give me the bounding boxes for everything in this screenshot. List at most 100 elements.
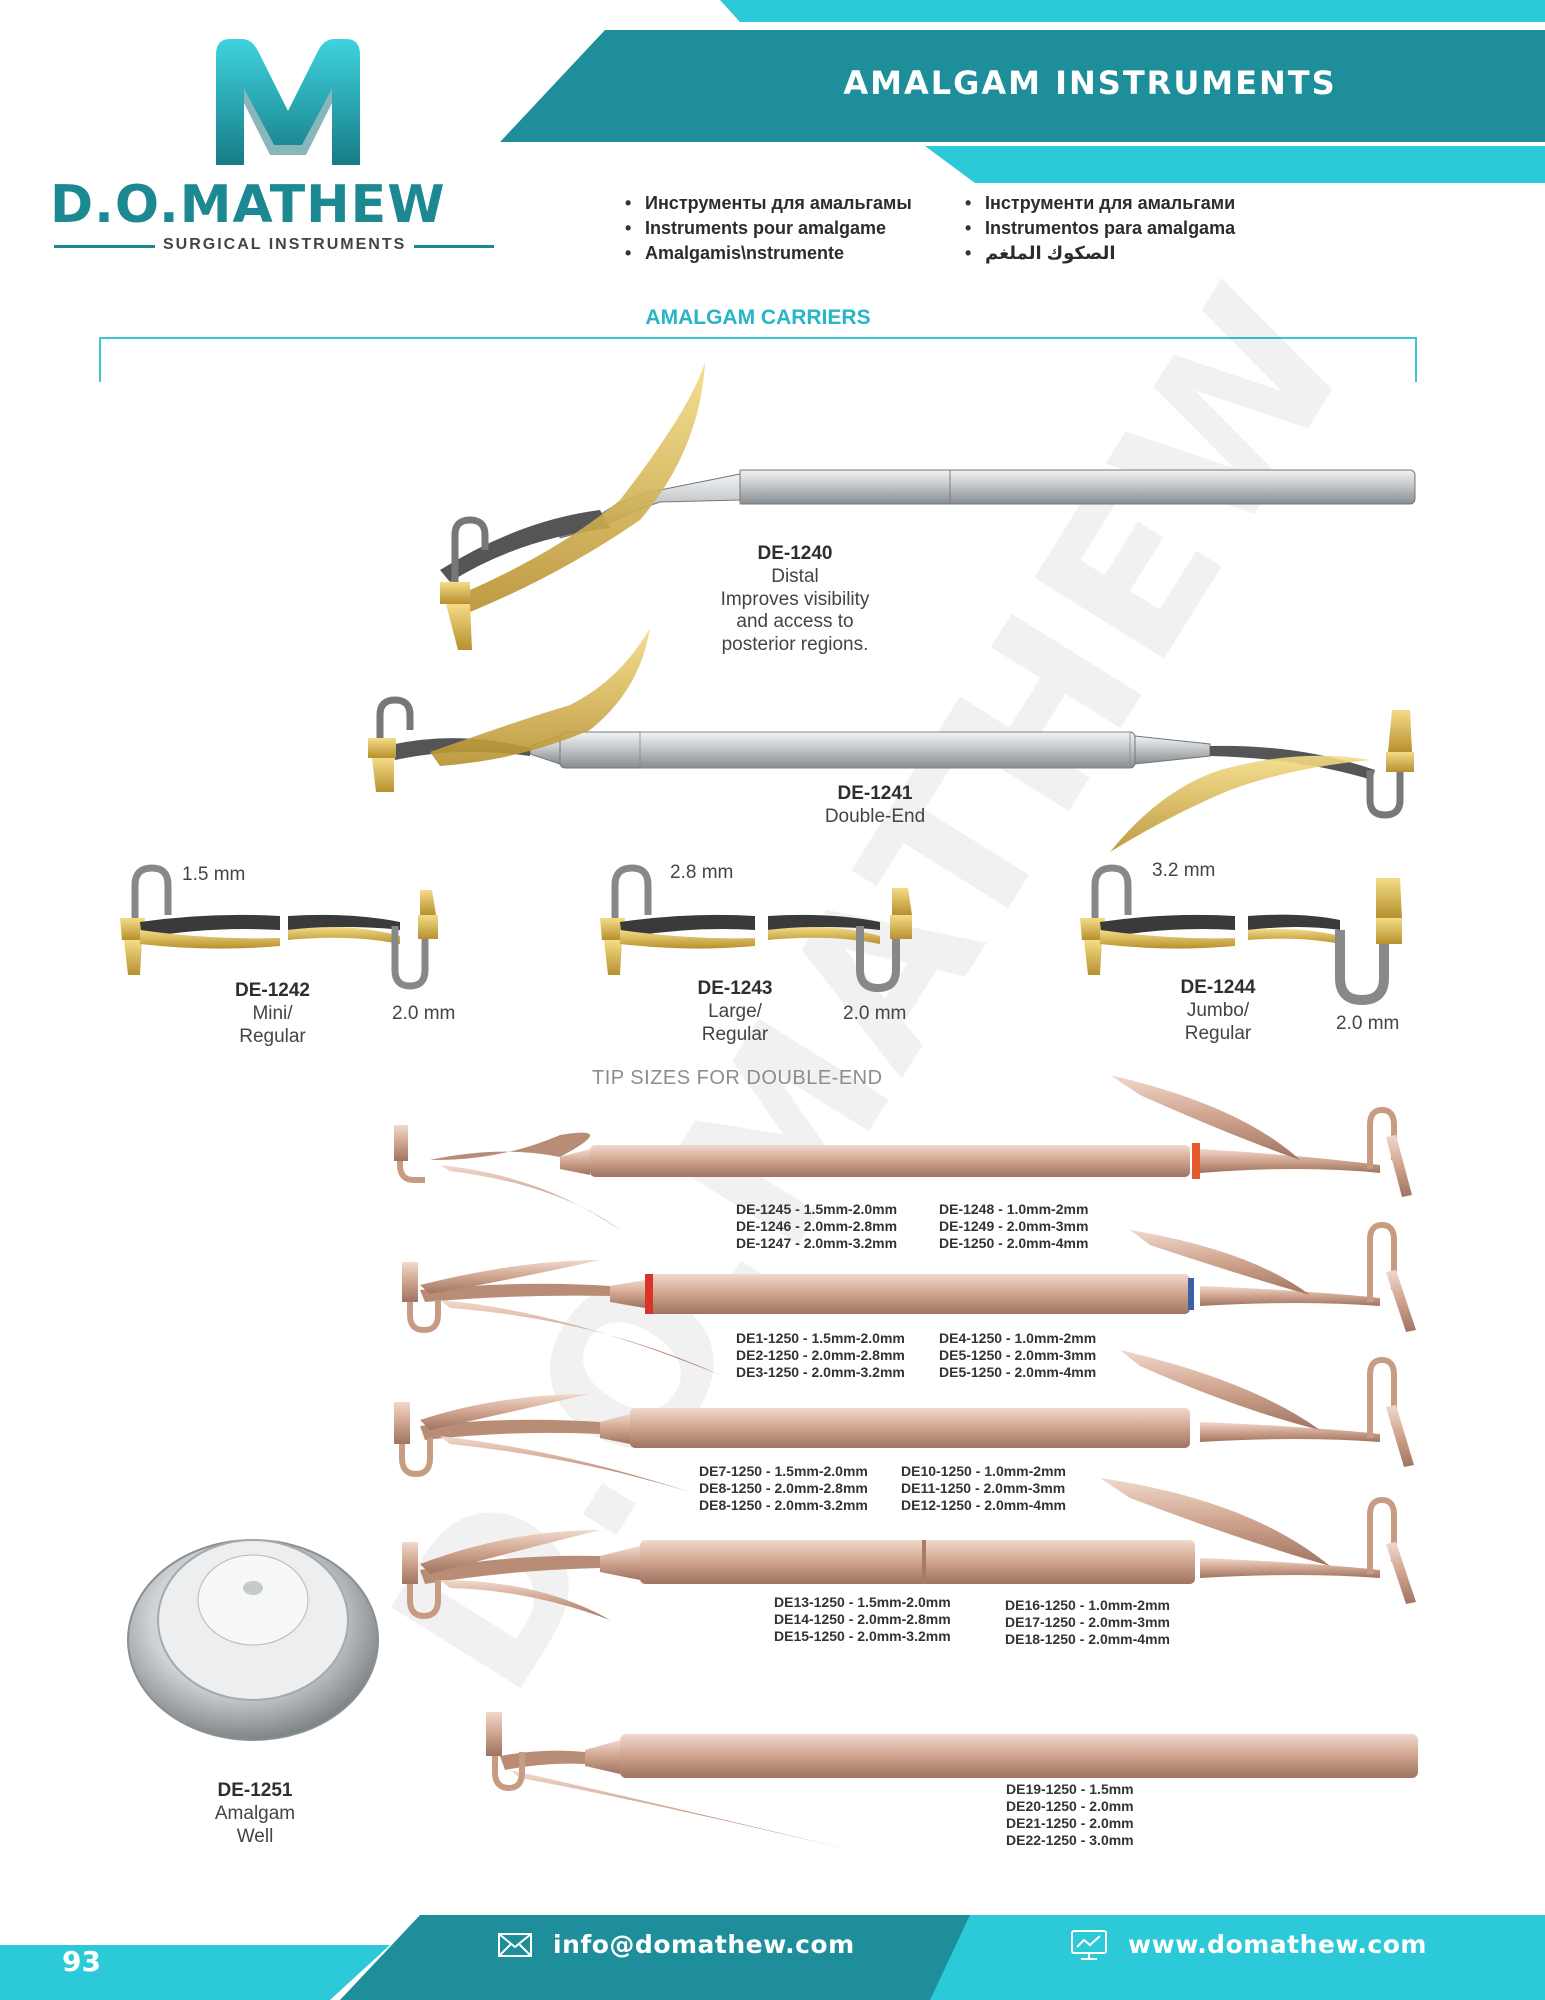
tip-size-b: 2.0 mm: [843, 1003, 907, 1024]
product-label-de1241: DE-1241 Double-End: [780, 783, 970, 829]
email-icon: [498, 1933, 532, 1957]
code-line: DE7-1250 - 1.5mm-2.0mm: [699, 1463, 868, 1479]
language-item: Amalgamis\nstrumente: [625, 241, 912, 266]
code-group-2-left: DE1-1250 - 1.5mm-2.0mm DE2-1250 - 2.0mm-…: [736, 1330, 905, 1381]
product-desc: Regular: [701, 1023, 769, 1045]
product-label-de1243: DE-1243 Large/ Regular: [665, 978, 805, 1046]
product-label-de1240: DE-1240 Distal Improves visibility and a…: [690, 543, 900, 657]
product-code: DE-1240: [757, 543, 833, 564]
code-line: DE3-1250 - 2.0mm-3.2mm: [736, 1364, 905, 1380]
code-line: DE13-1250 - 1.5mm-2.0mm: [774, 1594, 951, 1610]
carrier-row-5-image: [486, 1712, 1418, 1852]
section-bracket: [99, 337, 1417, 382]
code-line: DE11-1250 - 2.0mm-3mm: [901, 1480, 1066, 1496]
instrument-de1240-image: [440, 362, 1416, 650]
code-group-4-left: DE13-1250 - 1.5mm-2.0mm DE14-1250 - 2.0m…: [774, 1594, 951, 1645]
code-line: DE-1247 - 2.0mm-3.2mm: [736, 1235, 898, 1251]
code-line: DE14-1250 - 2.0mm-2.8mm: [774, 1611, 951, 1627]
header-bands: [500, 0, 1545, 183]
website-link[interactable]: www.domathew.com: [1128, 1930, 1427, 1959]
code-line: DE10-1250 - 1.0mm-2mm: [901, 1463, 1066, 1479]
tip-size-a: 2.8 mm: [670, 862, 734, 883]
product-label-de1244: DE-1244 Jumbo/ Regular: [1148, 977, 1288, 1045]
language-item: Инструменты для амальгамы: [625, 191, 912, 216]
code-line: DE22-1250 - 3.0mm: [1006, 1832, 1134, 1848]
code-line: DE4-1250 - 1.0mm-2mm: [939, 1330, 1097, 1346]
tip-size-a: 1.5 mm: [182, 864, 246, 885]
code-group-4-right: DE16-1250 - 1.0mm-2mm DE17-1250 - 2.0mm-…: [1005, 1597, 1170, 1648]
carrier-row-2-image: [402, 1221, 1416, 1375]
tip-detail-de1242: [120, 864, 438, 990]
product-desc: Improves visibility: [720, 588, 870, 610]
code-line: DE16-1250 - 1.0mm-2mm: [1005, 1597, 1170, 1613]
product-desc: Jumbo/: [1186, 999, 1250, 1021]
code-line: DE18-1250 - 2.0mm-4mm: [1005, 1631, 1170, 1647]
code-line: DE19-1250 - 1.5mm: [1006, 1781, 1134, 1797]
carrier-row-3-image: [394, 1350, 1414, 1492]
section-title: AMALGAM CARRIERS: [645, 306, 871, 329]
amalgam-well-image: [127, 1539, 379, 1741]
tip-detail-de1244: [1080, 864, 1402, 1006]
website-icon: [1071, 1930, 1107, 1960]
product-code: DE-1241: [837, 783, 913, 804]
brand-name: D.O.MATHEW: [50, 175, 446, 235]
language-item: Інструменти для амальгами: [965, 191, 1235, 216]
product-desc: Mini/: [252, 1002, 293, 1024]
carrier-row-1-image: [394, 1075, 1412, 1230]
code-group-3-right: DE10-1250 - 1.0mm-2mm DE11-1250 - 2.0mm-…: [901, 1463, 1066, 1514]
tip-size-a: 3.2 mm: [1152, 860, 1216, 881]
code-line: DE8-1250 - 2.0mm-2.8mm: [699, 1480, 868, 1496]
code-line: DE17-1250 - 2.0mm-3mm: [1005, 1614, 1170, 1630]
code-line: DE-1250 - 2.0mm-4mm: [939, 1235, 1089, 1251]
language-item: Instruments pour amalgame: [625, 216, 912, 241]
instrument-de1241-image: [368, 628, 1414, 852]
product-desc: Double-End: [824, 805, 926, 827]
code-line: DE-1248 - 1.0mm-2mm: [939, 1201, 1089, 1217]
product-label-de1242: DE-1242 Mini/ Regular: [200, 980, 345, 1048]
footer-bands: [0, 1915, 1545, 2000]
product-label-de1251: DE-1251 Amalgam Well: [185, 1780, 325, 1848]
brand-logo: D.O.MATHEW SURGICAL INSTRUMENTS: [40, 25, 510, 255]
brand-tagline: SURGICAL INSTRUMENTS: [155, 236, 415, 254]
email-link[interactable]: info@domathew.com: [553, 1930, 855, 1959]
code-line: DE12-1250 - 2.0mm-4mm: [901, 1497, 1066, 1513]
tip-sizes-caption: TIP SIZES FOR DOUBLE-END: [592, 1067, 883, 1089]
product-desc: Regular: [1184, 1022, 1252, 1044]
logo-m-icon: [216, 39, 360, 165]
code-line: DE5-1250 - 2.0mm-4mm: [939, 1364, 1097, 1380]
carrier-row-4-image: [402, 1478, 1416, 1620]
product-desc: Large/: [708, 1000, 762, 1022]
product-code: DE-1244: [1180, 977, 1256, 998]
code-line: DE-1245 - 1.5mm-2.0mm: [736, 1201, 898, 1217]
code-line: DE5-1250 - 2.0mm-3mm: [939, 1347, 1097, 1363]
code-line: DE15-1250 - 2.0mm-3.2mm: [774, 1628, 951, 1644]
code-line: DE1-1250 - 1.5mm-2.0mm: [736, 1330, 905, 1346]
page-title: AMALGAM INSTRUMENTS: [843, 64, 1337, 102]
code-line: DE21-1250 - 2.0mm: [1006, 1815, 1134, 1831]
product-code: DE-1251: [217, 1780, 293, 1801]
code-line: DE20-1250 - 2.0mm: [1006, 1798, 1134, 1814]
language-list-left: Инструменты для амальгамы Instruments po…: [625, 191, 912, 266]
tip-detail-de1243: [600, 864, 912, 993]
product-desc: Amalgam: [214, 1802, 296, 1824]
product-desc: and access to: [736, 611, 854, 633]
product-desc: Well: [236, 1825, 274, 1847]
code-group-3-left: DE7-1250 - 1.5mm-2.0mm DE8-1250 - 2.0mm-…: [699, 1463, 868, 1514]
page-number: 93: [62, 1945, 101, 1978]
code-line: DE-1246 - 2.0mm-2.8mm: [736, 1218, 898, 1234]
language-list-right: Інструменти для амальгами Instrumentos p…: [965, 191, 1235, 266]
product-desc: Distal: [771, 565, 819, 587]
code-group-1-right: DE-1248 - 1.0mm-2mm DE-1249 - 2.0mm-3mm …: [939, 1201, 1088, 1252]
code-group-2-right: DE4-1250 - 1.0mm-2mm DE5-1250 - 2.0mm-3m…: [939, 1330, 1096, 1381]
product-desc: Regular: [239, 1025, 306, 1047]
code-line: DE2-1250 - 2.0mm-2.8mm: [736, 1347, 905, 1363]
product-code: DE-1243: [697, 978, 773, 999]
code-group-5: DE19-1250 - 1.5mm DE20-1250 - 2.0mm DE21…: [1006, 1781, 1134, 1849]
product-code: DE-1242: [235, 980, 310, 1001]
language-item: Instrumentos para amalgama: [965, 216, 1235, 241]
code-line: DE8-1250 - 2.0mm-3.2mm: [699, 1497, 868, 1513]
code-line: DE-1249 - 2.0mm-3mm: [939, 1218, 1089, 1234]
tip-size-b: 2.0 mm: [1336, 1013, 1400, 1034]
code-group-1-left: DE-1245 - 1.5mm-2.0mm DE-1246 - 2.0mm-2.…: [736, 1201, 897, 1252]
language-item: الصكوك الملغم: [965, 241, 1235, 266]
